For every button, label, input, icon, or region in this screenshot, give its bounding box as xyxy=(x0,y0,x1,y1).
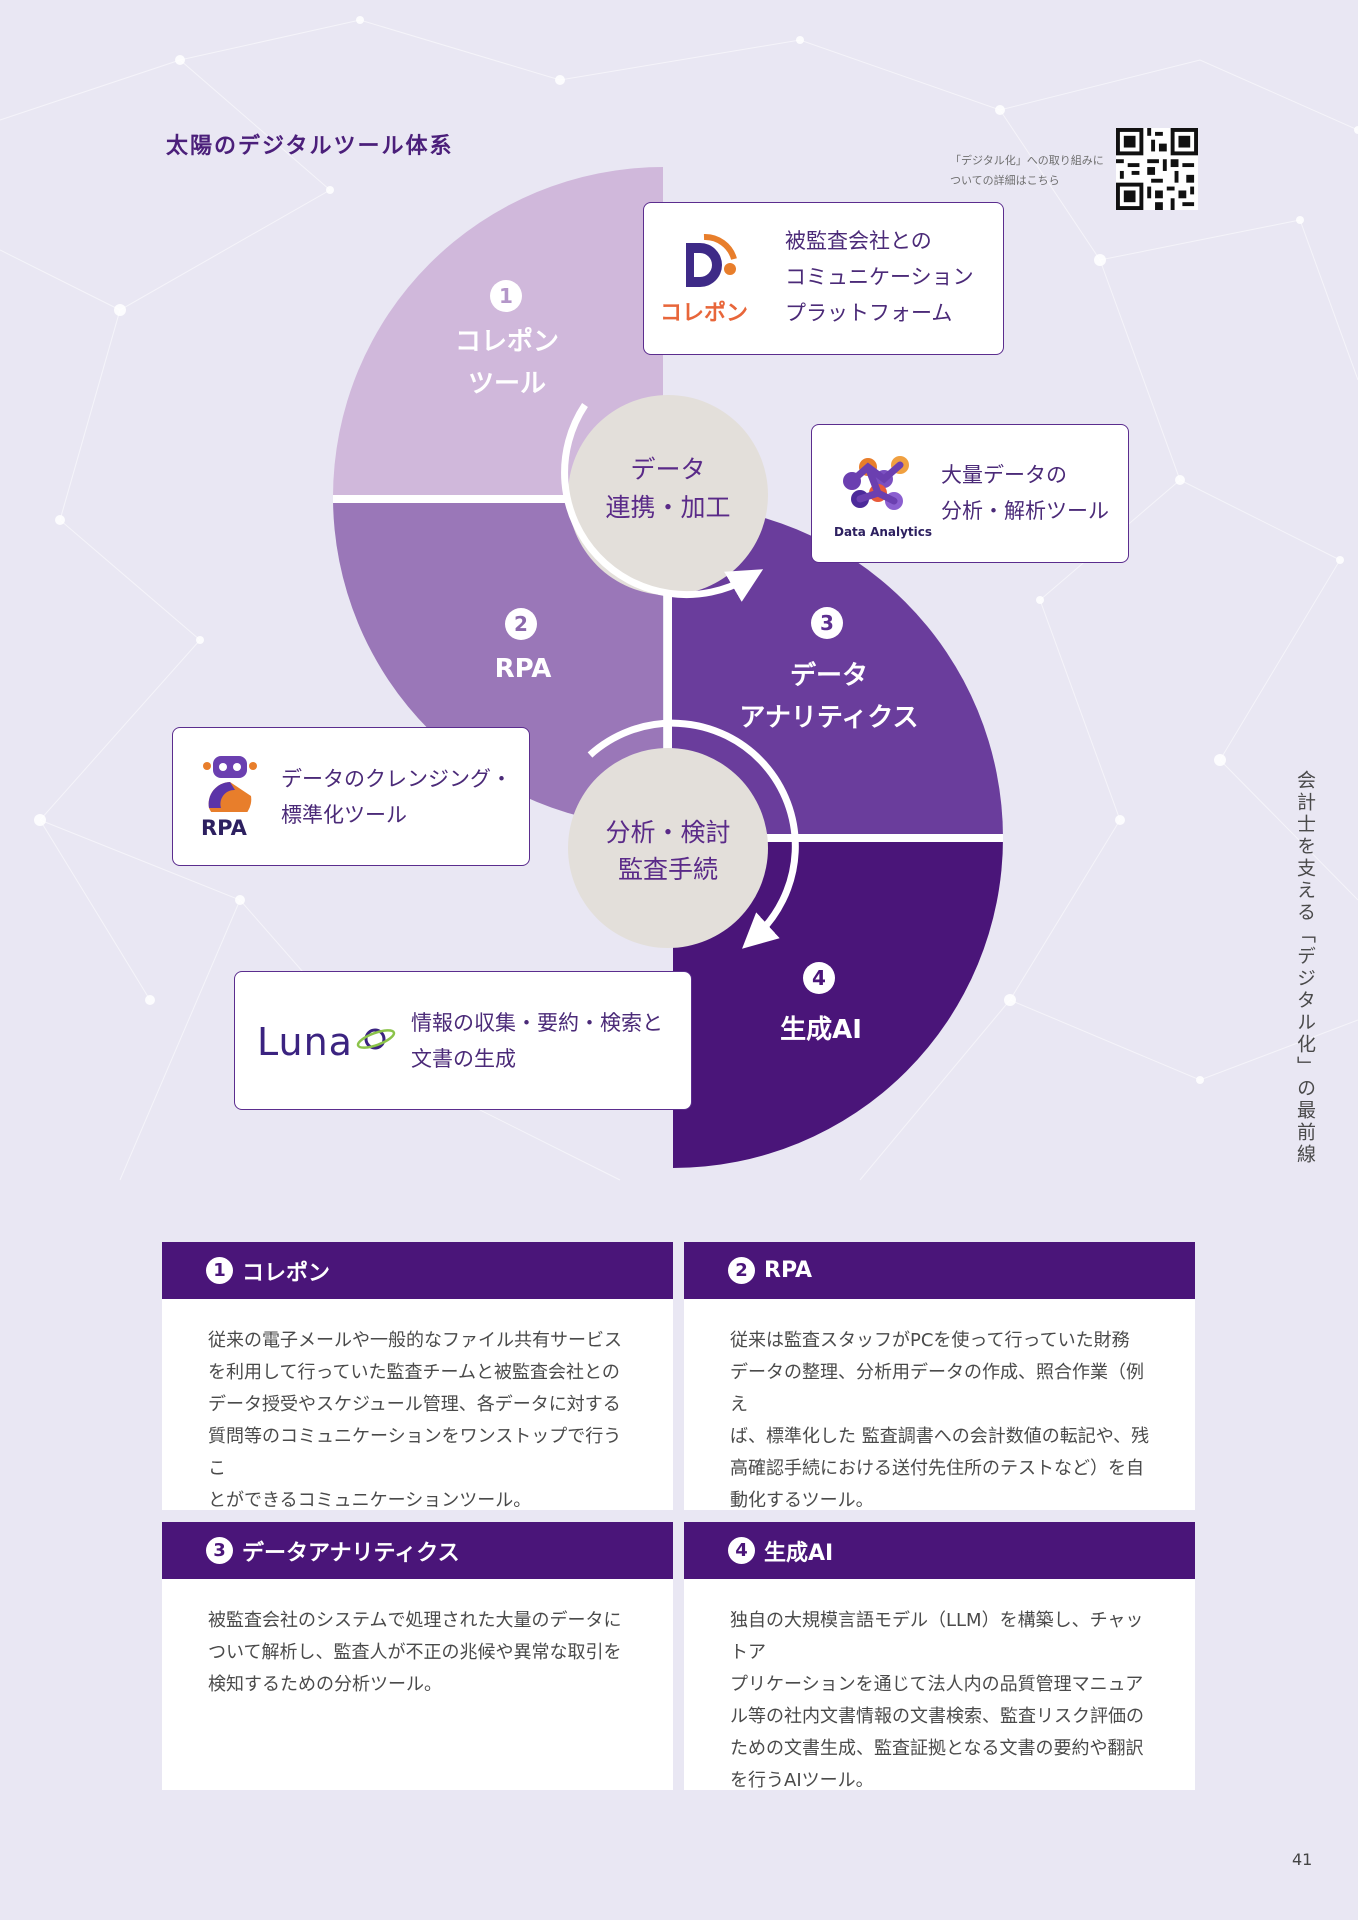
qr-note-line1: 「デジタル化」への取り組みに xyxy=(950,154,1104,167)
qr-code-icon[interactable] xyxy=(1116,128,1198,210)
segment-3-number: 3 xyxy=(820,611,834,635)
section-korepon: 1 コレポン 従来の電子メールや一般的なファイル共有サービス を利用して行ってい… xyxy=(162,1242,673,1511)
segment-2 xyxy=(333,497,663,827)
section-text-line: 質問等のコミュニケーションをワンストップで行うこ xyxy=(208,1426,622,1479)
section-text-line: ついて解析し、監査人が不正の兆候や異常な取引を xyxy=(208,1642,622,1663)
rpa-logo-text: RPA xyxy=(201,816,247,840)
section-text-line: を利用して行っていた監査チームと被監査会社との xyxy=(208,1362,620,1383)
section-text-line: 独自の大規模言語モデル（LLM）を構築し、チャットア xyxy=(730,1610,1144,1663)
analytics-card-line2: 分析・解析ツール xyxy=(941,499,1109,523)
section-title: RPA xyxy=(764,1258,813,1283)
hub-bottom xyxy=(568,748,768,948)
section-text-line: を行うAIツール。 xyxy=(730,1770,874,1791)
section-number-badge: 3 xyxy=(206,1537,233,1564)
hub-top-line2: 連携・加工 xyxy=(605,493,730,522)
hub-bottom-line2: 監査手続 xyxy=(618,855,718,884)
korepon-card-line1: 被監査会社との xyxy=(785,229,932,253)
section-body: 従来の電子メールや一般的なファイル共有サービス を利用して行っていた監査チームと… xyxy=(162,1299,673,1517)
page-number: 41 xyxy=(1292,1850,1313,1869)
hub-bottom-line1: 分析・検討 xyxy=(605,818,730,847)
section-generative-ai: 4 生成AI 独自の大規模言語モデル（LLM）を構築し、チャットア プリケーショ… xyxy=(684,1522,1195,1791)
korepon-card-line2: コミュニケーション xyxy=(785,265,974,289)
hub-top xyxy=(568,395,768,595)
korepon-logo-icon xyxy=(686,234,737,287)
rpa-card-line1: データのクレンジング・ xyxy=(281,767,512,791)
luna-card-line2: 文書の生成 xyxy=(411,1047,516,1071)
luna-logo-text: Luna xyxy=(257,1020,353,1064)
section-number-badge: 2 xyxy=(728,1257,755,1284)
card-rpa: RPA データのクレンジング・ 標準化ツール xyxy=(172,727,530,866)
segment-1-label-line2: ツール xyxy=(468,369,546,399)
section-text-line: とができるコミュニケーションツール。 xyxy=(208,1490,532,1511)
segment-2-label-line1: RPA xyxy=(495,654,552,684)
section-title: 生成AI xyxy=(764,1540,834,1566)
section-text-line: データの整理、分析用データの作成、照合作業（例え xyxy=(730,1362,1144,1415)
section-title: データアナリティクス xyxy=(242,1540,460,1566)
card-data-analytics: Data Analytics 大量データの 分析・解析ツール xyxy=(811,424,1129,563)
segment-2-number: 2 xyxy=(514,612,528,636)
luna-card-line1: 情報の収集・要約・検索と xyxy=(411,1011,663,1035)
section-data-analytics: 3 データアナリティクス 被監査会社のシステムで処理された大量のデータに ついて… xyxy=(162,1522,673,1790)
section-text-line: 被監査会社のシステムで処理された大量のデータに xyxy=(208,1610,622,1631)
data-analytics-logo-icon xyxy=(843,456,909,510)
segment-1-label-line1: コレポン xyxy=(455,326,559,357)
qr-note: 「デジタル化」への取り組みに ついての詳細はこちら xyxy=(950,151,1104,191)
section-korepon-header: 1 コレポン xyxy=(162,1242,673,1299)
card-luna: Luna 情報の収集・要約・検索と 文書の生成 xyxy=(234,971,692,1110)
section-body: 従来は監査スタッフがPCを使って行っていた財務 データの整理、分析用データの作成… xyxy=(684,1299,1195,1517)
rpa-card-line2: 標準化ツール xyxy=(281,803,407,827)
section-text-line: 従来は監査スタッフがPCを使って行っていた財務 xyxy=(730,1330,1130,1351)
section-text-line: 従来の電子メールや一般的なファイル共有サービス xyxy=(208,1330,622,1351)
rpa-robot-logo-icon xyxy=(203,756,257,812)
hub-top-line1: データ xyxy=(630,455,705,484)
card-korepon: コレポン 被監査会社との コミュニケーション プラットフォーム xyxy=(643,202,1004,355)
section-text-line: 高確認手続における送付先住所のテストなど）を自 xyxy=(730,1458,1144,1479)
korepon-card-line3: プラットフォーム xyxy=(785,301,953,325)
section-text-line: 検知するための分析ツール。 xyxy=(208,1674,442,1695)
section-ai-header: 4 生成AI xyxy=(684,1522,1195,1579)
korepon-logo-text: コレポン xyxy=(660,301,749,326)
section-rpa-header: 2 RPA xyxy=(684,1242,1195,1299)
segment-1-number: 1 xyxy=(499,284,513,308)
segment-4-label-line1: 生成AI xyxy=(780,1015,862,1045)
analytics-card-line1: 大量データの xyxy=(941,463,1067,487)
section-text-line: ば、標準化した 監査調書への会計数値の転記や、残 xyxy=(730,1426,1150,1447)
data-analytics-logo-text: Data Analytics xyxy=(834,525,933,539)
luna-planet-icon xyxy=(356,1028,396,1050)
section-title: コレポン xyxy=(242,1260,331,1286)
section-text-line: 動化するツール。 xyxy=(730,1490,874,1511)
section-number-badge: 4 xyxy=(728,1537,755,1564)
section-number-badge: 1 xyxy=(206,1257,233,1284)
section-text-line: データ授受やスケジュール管理、各データに対する xyxy=(208,1394,621,1415)
page-title: 太陽のデジタルツール体系 xyxy=(166,134,454,159)
section-text-line: プリケーションを通じて法人内の品質管理マニュア xyxy=(730,1674,1144,1695)
section-text-line: ための文書生成、監査証拠となる文書の要約や翻訳 xyxy=(730,1738,1144,1759)
section-rpa: 2 RPA 従来は監査スタッフがPCを使って行っていた財務 データの整理、分析用… xyxy=(684,1242,1195,1511)
tool-system-diagram: データ 連携・加工 分析・検討 監査手続 1 2 3 4 コレポン ツール RP… xyxy=(333,167,1003,1168)
segment-3-label-line2: アナリティクス xyxy=(739,703,918,733)
section-body: 被監査会社のシステムで処理された大量のデータに ついて解析し、監査人が不正の兆候… xyxy=(162,1579,673,1701)
section-body: 独自の大規模言語モデル（LLM）を構築し、チャットア プリケーションを通じて法人… xyxy=(684,1579,1195,1797)
section-text-line: ル等の社内文書情報の文書検索、監査リスク評価の xyxy=(730,1706,1144,1727)
qr-note-line2: ついての詳細はこちら xyxy=(950,174,1060,187)
segment-4-number: 4 xyxy=(812,966,826,990)
section-analytics-header: 3 データアナリティクス xyxy=(162,1522,673,1579)
segment-3-label-line1: データ xyxy=(790,660,868,691)
side-vertical-text: 会計士を支える「デジタル化」の最前線 xyxy=(1294,770,1316,1166)
